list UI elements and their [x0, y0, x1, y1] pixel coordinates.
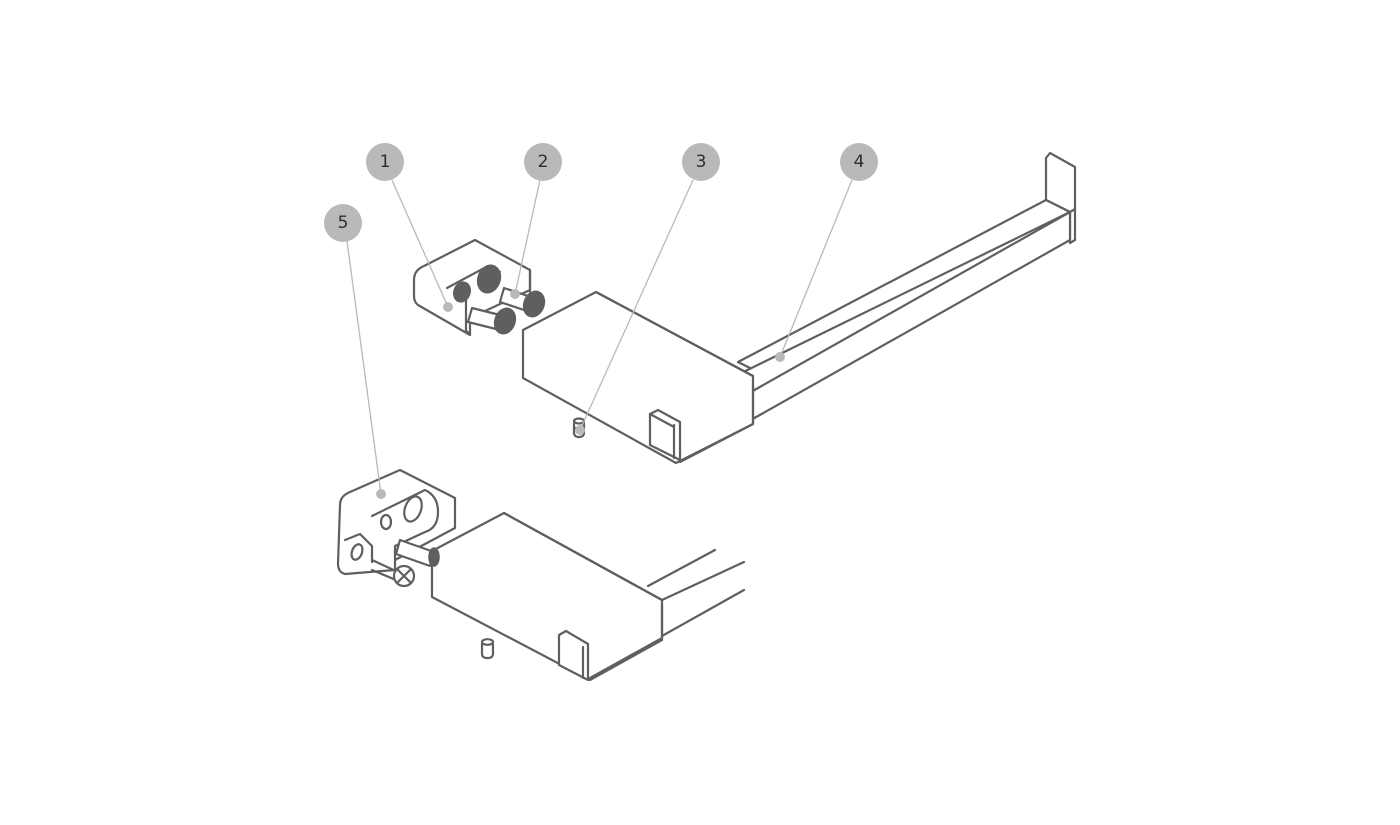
leader-3: [579, 179, 694, 431]
leader-end-dot-2: [510, 289, 520, 299]
leader-end-dot-5: [376, 489, 386, 499]
axle-and-screw-lower: [370, 538, 440, 588]
callout-label-2: 2: [538, 152, 549, 172]
leader-lines: [346, 179, 853, 499]
pin-lower: [480, 638, 495, 660]
mounting-plate-lower: [430, 511, 664, 682]
callout-badge-4: 4: [840, 143, 878, 181]
leader-5: [346, 240, 382, 495]
callout-label-5: 5: [338, 213, 349, 233]
callout-badge-1: 1: [366, 143, 404, 181]
leader-end-dot-1: [443, 302, 453, 312]
bracket-housing-lower: [336, 468, 457, 576]
bracket-housing-upper: [412, 238, 532, 337]
leader-4: [779, 179, 853, 358]
callout-label-4: 4: [854, 152, 865, 172]
callout-badge-3: 3: [682, 143, 720, 181]
leader-end-dot-3: [575, 425, 585, 435]
leader-end-dot-4: [775, 352, 785, 362]
roller-axle-upper: [452, 264, 546, 335]
arm-rail-lower: [646, 548, 746, 638]
leader-2: [514, 179, 541, 295]
leader-1: [391, 179, 449, 308]
callout-label-3: 3: [696, 152, 707, 172]
mounting-plate-upper: [521, 290, 755, 465]
callout-badge-2: 2: [524, 143, 562, 181]
callout-label-1: 1: [380, 152, 391, 172]
callout-badge-5: 5: [324, 204, 362, 242]
arm-rail-part: [672, 151, 1077, 462]
